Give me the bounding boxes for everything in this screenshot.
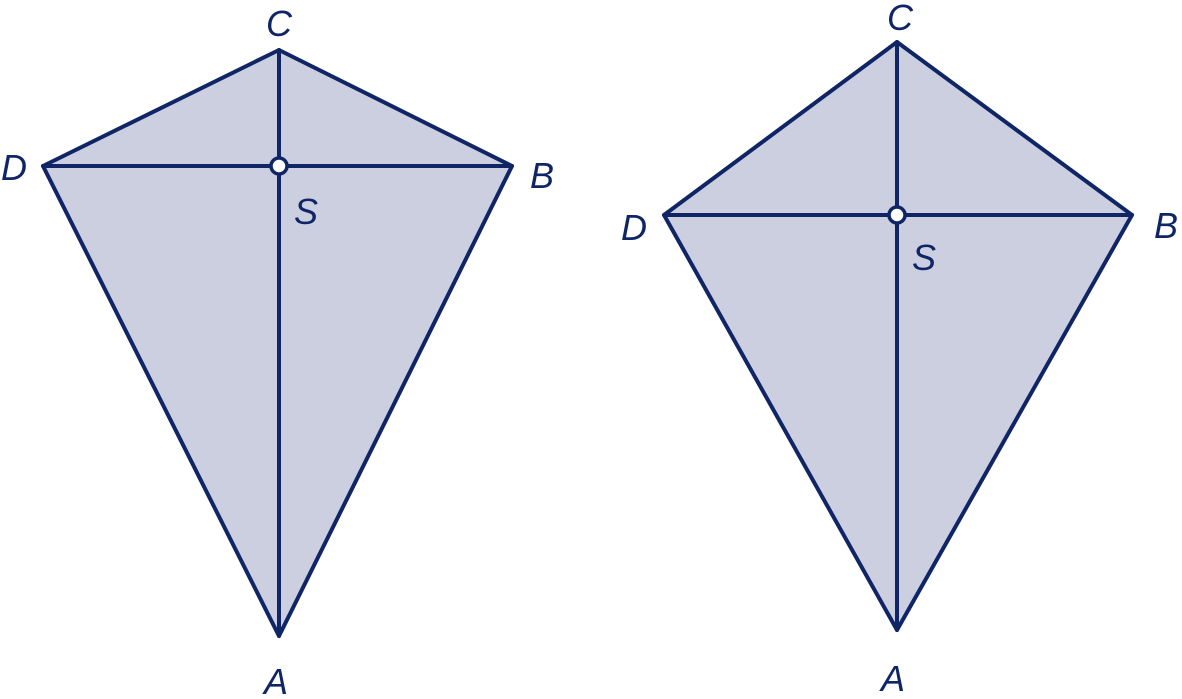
intersection-point-left: [269, 156, 289, 176]
intersection-label-s: S: [294, 191, 318, 232]
vertex-label-c: C: [266, 3, 293, 44]
vertex-label-b: B: [1154, 205, 1178, 246]
vertex-label-a: A: [262, 661, 288, 699]
vertex-label-d: D: [1, 147, 27, 188]
intersection-point-right: [887, 205, 907, 225]
intersection-label-s: S: [912, 237, 936, 278]
vertex-label-c: C: [887, 0, 914, 38]
vertex-label-a: A: [879, 658, 905, 699]
kite-figure-right: C D B A S: [621, 0, 1178, 699]
kite-figure-left: C D B A S: [1, 3, 554, 699]
vertex-label-d: D: [621, 207, 647, 248]
vertex-label-b: B: [530, 155, 554, 196]
